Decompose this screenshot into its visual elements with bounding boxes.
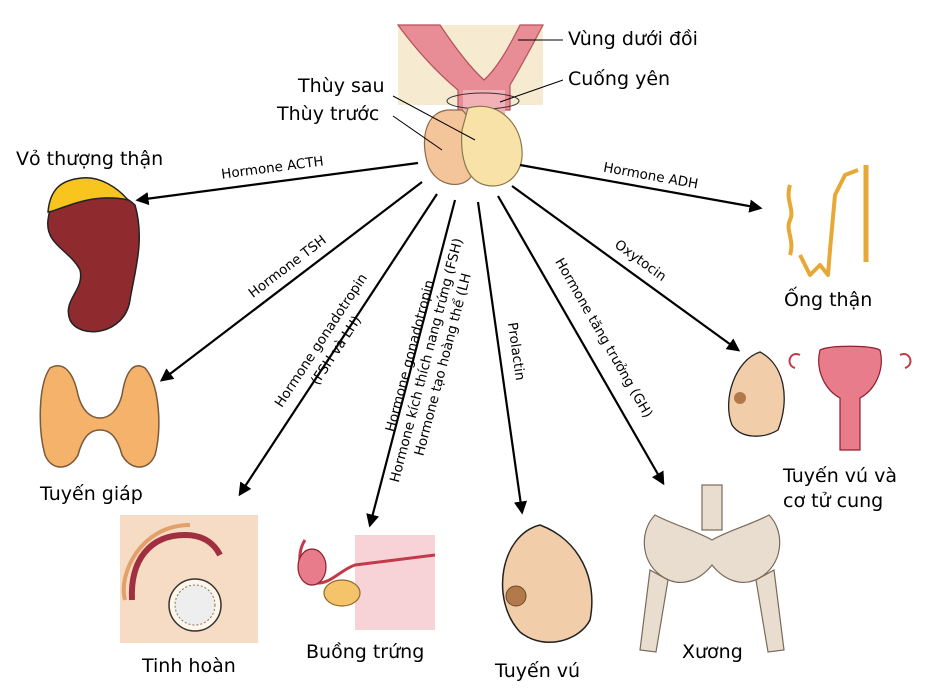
tubule-convoluted xyxy=(786,184,794,256)
testis xyxy=(120,515,258,643)
uterus-bg xyxy=(355,535,435,630)
label-bone: Xương xyxy=(682,641,743,663)
kidney-shape xyxy=(47,187,141,333)
hypothalamus xyxy=(396,24,544,111)
kidney-tubule xyxy=(786,165,869,277)
thyroid xyxy=(39,365,160,468)
hormone-tsh: Hormone TSH xyxy=(246,232,330,301)
breast-and-uterus xyxy=(728,345,912,451)
ovary-shape xyxy=(323,579,361,607)
tube-left xyxy=(788,353,801,369)
hormone-gonadotropin-male: Hormone gonadotropin (FSH và LH) xyxy=(272,271,371,411)
label-breast-uterus-2: cơ tử cung xyxy=(783,490,883,512)
label-kidney-tubule: Ống thận xyxy=(784,285,872,311)
posterior-lobe xyxy=(461,105,523,187)
gonadotropin-male-line-1: Hormone gonadotropin xyxy=(272,271,371,411)
leader-posterior xyxy=(392,95,476,141)
vas-deferens xyxy=(128,531,223,601)
fimbriae xyxy=(297,548,327,586)
duct xyxy=(121,523,191,601)
tubule-loop xyxy=(798,168,859,277)
adrenal-kidney xyxy=(47,177,141,333)
nipple xyxy=(505,585,527,607)
arrow-adh xyxy=(519,163,763,213)
thyroid-shape xyxy=(39,365,160,468)
adrenal-gland-shape xyxy=(47,177,130,213)
hormone-arrows xyxy=(135,161,763,528)
arrow-gonadotropin-female xyxy=(366,199,457,528)
pelvis-bones xyxy=(639,484,785,653)
label-thyroid: Tuyến giáp xyxy=(39,483,143,505)
label-breast: Tuyến vú xyxy=(494,660,580,682)
arrow-prolactin xyxy=(476,201,528,515)
arrow-growth-hormone xyxy=(497,195,665,486)
nipple-small xyxy=(734,392,746,404)
spine xyxy=(701,484,723,531)
breast xyxy=(501,524,593,643)
label-adrenal-cortex: Vỏ thượng thận xyxy=(16,148,163,170)
label-testis: Tinh hoàn xyxy=(141,655,236,677)
pituitary-gland xyxy=(396,24,544,187)
leader-stalk xyxy=(499,79,564,103)
arrow-oxytocin xyxy=(511,185,741,352)
label-anterior-lobe: Thùy trước xyxy=(276,103,379,125)
breast-shape xyxy=(501,524,593,643)
leader-anterior xyxy=(392,115,443,151)
tube-right xyxy=(899,353,912,369)
hormone-oxytocin: Oxytocin xyxy=(611,237,669,285)
testis-tubules xyxy=(174,584,216,626)
label-ovary: Buồng trứng xyxy=(306,641,424,663)
breast-small xyxy=(728,351,785,437)
arrow-gonadotropin-male xyxy=(238,193,438,497)
femur-left xyxy=(639,569,669,653)
label-hypothalamus: Vùng dưới đồi xyxy=(568,28,698,50)
ovary xyxy=(297,535,436,630)
label-pituitary-stalk: Cuống yên xyxy=(568,68,670,90)
arrow-acth xyxy=(135,161,419,206)
label-posterior-lobe: Thùy sau xyxy=(297,75,385,97)
hormone-prolactin: Prolactin xyxy=(504,321,528,381)
label-breast-uterus-1: Tuyến vú và xyxy=(782,465,897,487)
uterus-shape xyxy=(818,345,882,451)
arrow-tsh xyxy=(159,181,423,382)
femur-right xyxy=(755,569,785,653)
